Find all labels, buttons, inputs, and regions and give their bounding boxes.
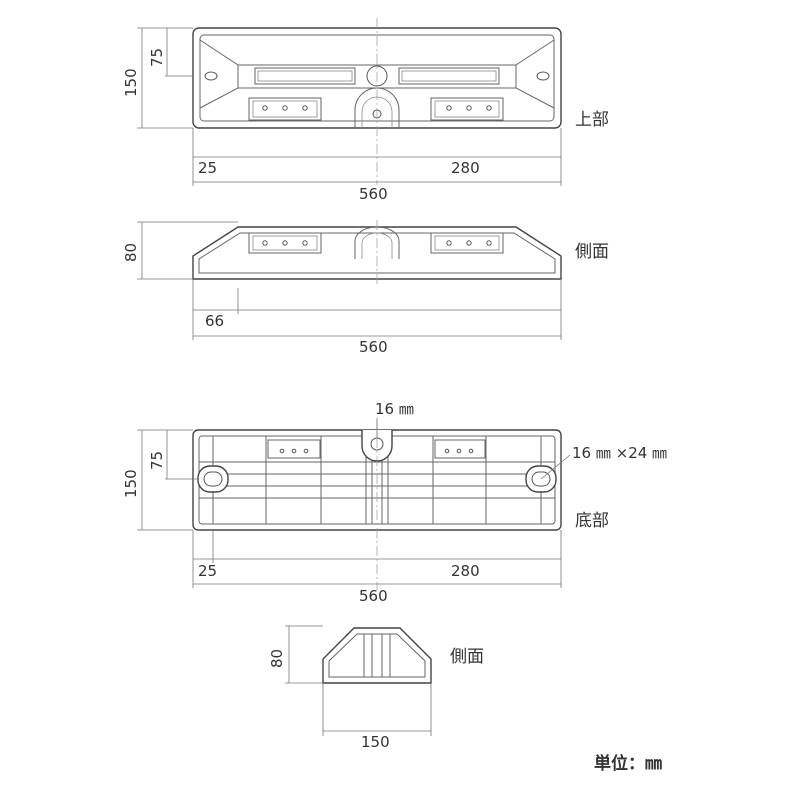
top-length-label: 560 — [359, 185, 388, 203]
top-view — [137, 18, 562, 186]
bottom-height-label: 150 — [122, 469, 140, 498]
top-height-label: 150 — [122, 68, 140, 97]
slot-note-label: 16 ㎜ ×24 ㎜ — [572, 444, 668, 462]
top-left-reflector-box — [248, 97, 322, 121]
end-view-outline — [322, 627, 432, 684]
slot-note-leader — [540, 454, 571, 480]
bottom-right-reflector-pocket — [434, 439, 486, 459]
top-left-reflector-box-inner — [252, 100, 318, 118]
top-left-chamfer — [199, 39, 239, 109]
side-slope-label: 66 — [205, 312, 225, 330]
side-right-reflector-box — [430, 232, 504, 254]
unit-label: 単位：㎜ — [594, 754, 662, 774]
bottom-right-span-label: 280 — [451, 562, 480, 580]
top-right-chamfer — [515, 39, 555, 109]
side-left-reflector-box — [248, 232, 322, 254]
side-view-label: 側面 — [575, 242, 609, 262]
top-right-reflector-box-inner — [434, 100, 500, 118]
top-view-label: 上部 — [575, 110, 609, 130]
top-right-reflector-inner — [401, 70, 497, 82]
bottom-left-offset-label: 25 — [198, 562, 218, 580]
hole-note-label: 16 ㎜ — [375, 400, 414, 418]
top-left-mount-hole — [204, 71, 218, 81]
side-length-label: 560 — [359, 338, 388, 356]
bottom-view-label: 底部 — [575, 511, 609, 531]
end-view — [285, 625, 432, 736]
bottom-view — [137, 418, 571, 590]
top-center-handle — [354, 87, 400, 128]
side-view — [137, 220, 562, 340]
bottom-length-label: 560 — [359, 587, 388, 605]
end-width-label: 150 — [361, 733, 390, 751]
side-height-label: 80 — [122, 242, 140, 262]
top-right-reflector-strip — [398, 67, 500, 85]
top-left-reflector-strip — [254, 67, 356, 85]
top-right-reflector-box — [430, 97, 504, 121]
top-half-height-label: 75 — [148, 47, 166, 67]
top-left-offset-label: 25 — [198, 159, 218, 177]
bottom-left-reflector-pocket — [267, 439, 321, 459]
bottom-half-height-label: 75 — [148, 450, 166, 470]
top-right-mount-hole — [536, 71, 550, 81]
top-right-span-label: 280 — [451, 159, 480, 177]
top-left-reflector-inner — [257, 70, 353, 82]
end-height-label: 80 — [268, 648, 286, 668]
end-view-label: 側面 — [450, 647, 484, 667]
